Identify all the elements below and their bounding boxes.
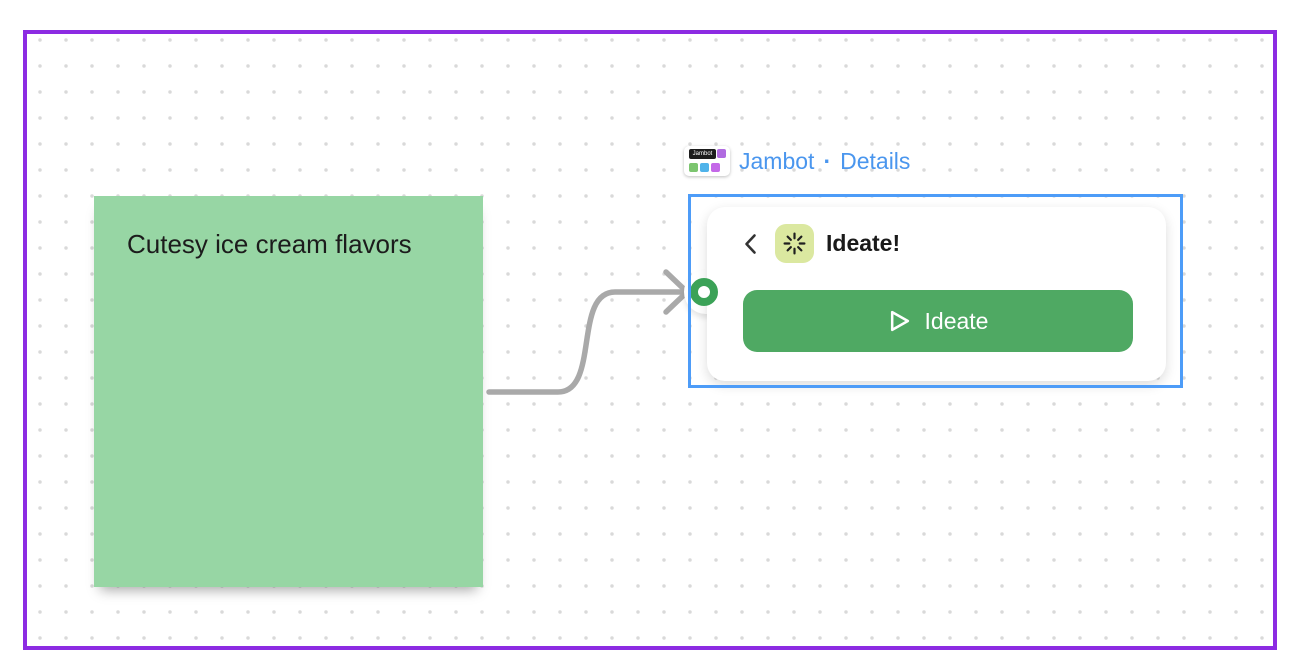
run-button-label: Ideate [924,307,989,334]
jambot-app-link[interactable]: Jambot [739,147,815,174]
jambot-logo-icon: Jambot [684,146,730,176]
sticky-note[interactable]: Cutesy ice cream flavors [94,196,483,587]
play-outline-icon [890,310,909,332]
sticky-note-text: Cutesy ice cream flavors [127,229,412,259]
ideate-run-button[interactable]: Ideate [743,290,1133,352]
logo-chip-icon [700,163,709,172]
jambot-logo-pill: Jambot [689,149,716,159]
logo-chip-icon [689,163,698,172]
widget-header: Ideate! [742,224,900,263]
chevron-left-icon [744,233,756,254]
jambot-widget-card[interactable]: Ideate! Ideate [707,207,1166,381]
widget-title: Ideate! [826,230,901,256]
jambot-toolbar: Jambot Jambot · Details [684,144,910,178]
back-button[interactable] [742,224,758,263]
connector-port[interactable] [690,278,718,306]
ideate-burst-icon [775,224,814,263]
logo-chip-icon [717,149,726,158]
details-link[interactable]: Details [840,147,911,174]
logo-chip-icon [711,163,720,172]
toolbar-separator: · [823,147,832,174]
